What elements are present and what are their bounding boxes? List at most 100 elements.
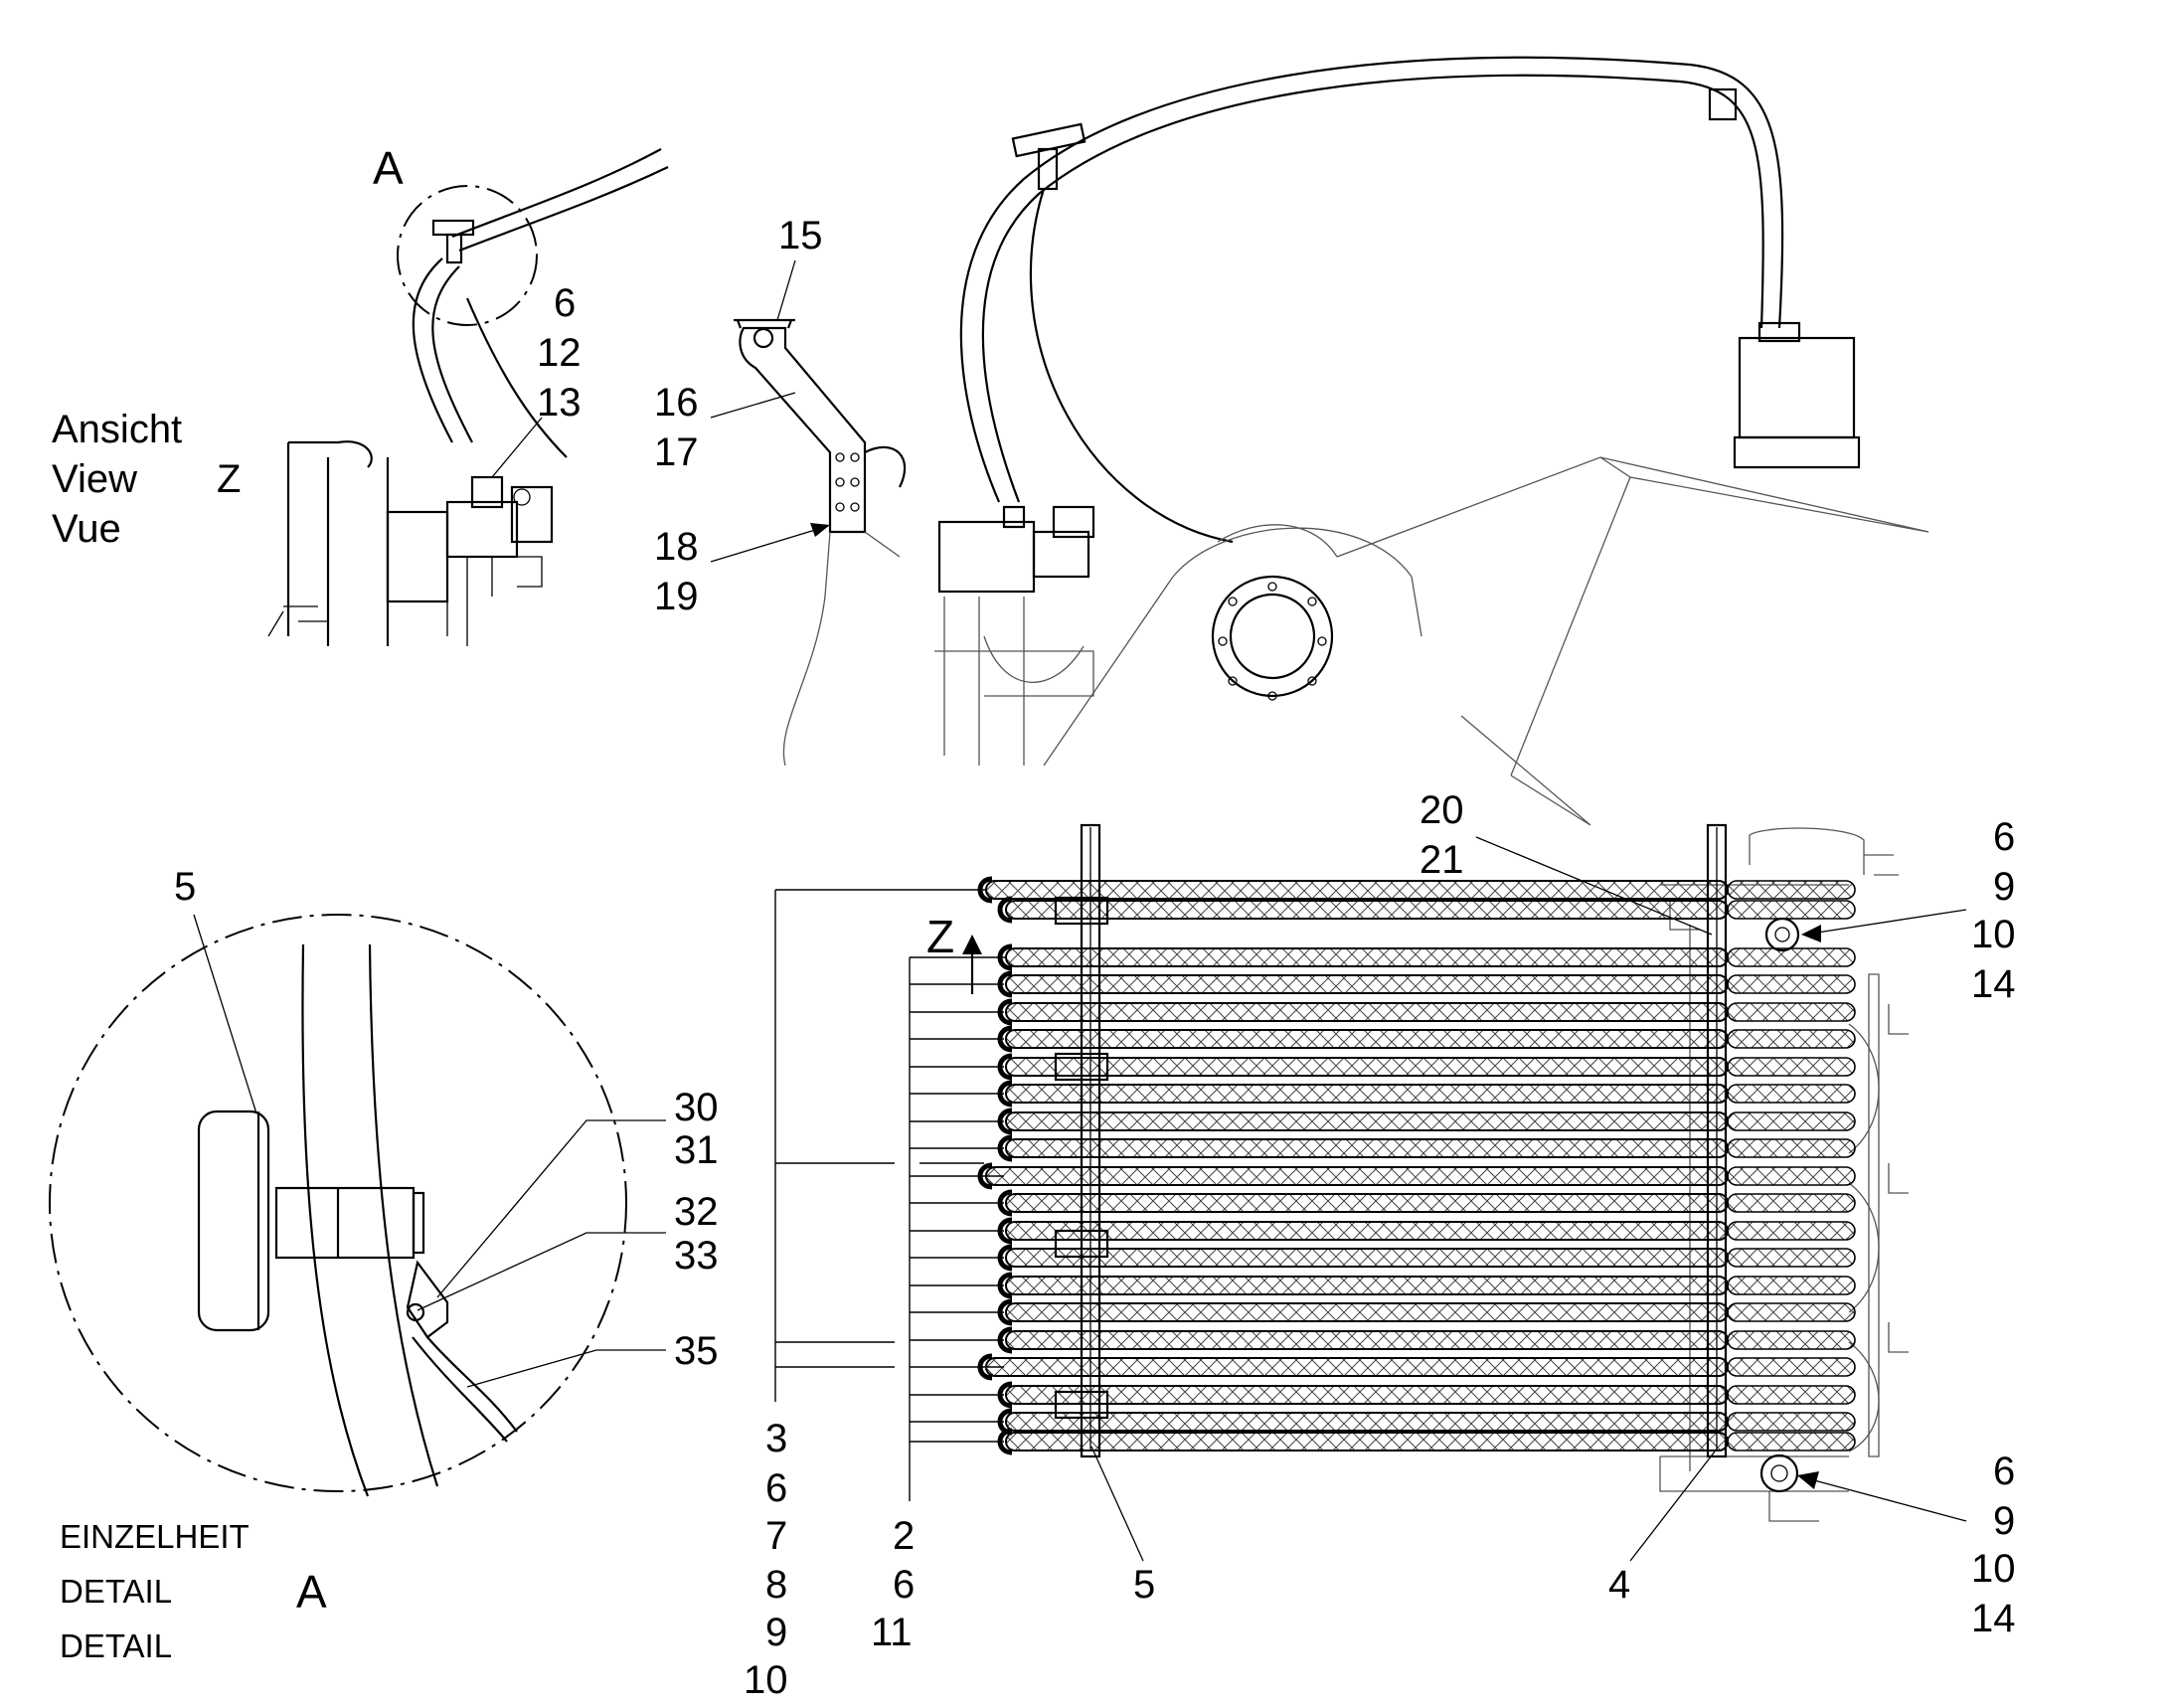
view-label-vue: Vue [52,507,121,551]
bracket-drawing [734,318,907,767]
view-arrow-head [962,935,982,954]
leader-15 [776,259,796,321]
hose-row [1005,1002,1729,1022]
hose-row-end [1727,1193,1856,1213]
callout-left-6: 10 [744,1658,788,1702]
callout-br-4: 14 [1971,1597,2016,1640]
hose-row-end [1727,1302,1856,1322]
leader-5-bottom [1090,1446,1144,1562]
leader-35 [466,1349,666,1388]
callout-16: 16 [654,381,699,425]
callout-br-1: 6 [1993,1450,2015,1493]
hose-row [1005,900,1729,920]
hose-row-end [1727,880,1856,900]
hose-row [1005,1248,1729,1268]
hose-row [1005,1302,1729,1322]
detail-label-einzelheit: EINZELHEIT [60,1518,250,1555]
detail-marker-a: A [373,142,404,194]
leader-20 [1475,836,1713,936]
callout-21: 21 [1420,838,1464,882]
callout-left-4: 8 [765,1563,787,1607]
hose-row [1005,1057,1729,1077]
hose-row-end [1727,974,1856,994]
leader-br [1798,1475,1967,1522]
hose-row [985,1357,1729,1377]
hose-row-end [1727,947,1856,967]
hose-row [1005,947,1729,967]
callout-left-2: 6 [765,1466,787,1510]
leader-4 [1629,1451,1716,1562]
callout-19: 19 [654,575,699,618]
bundle-brackets [1054,823,1800,1493]
hose-row-end [1727,1432,1856,1452]
hose-row [1005,1385,1729,1405]
leader-30 [436,1119,666,1298]
callout-20: 20 [1420,788,1464,832]
callout-13: 13 [537,381,582,425]
callout-4: 4 [1608,1563,1630,1607]
callout-left-1: 3 [765,1417,787,1460]
view-label-ansicht: Ansicht [52,408,182,451]
callout-32: 32 [674,1190,719,1234]
detail-label-letter: A [296,1566,327,1618]
hose-row [1005,1084,1729,1104]
hose-row-end [1727,1084,1856,1104]
hose-rows [977,876,1856,1455]
hose-row-end [1727,1029,1856,1049]
callout-mid-2: 6 [893,1563,915,1607]
leader-tr-arrowhead [1801,925,1821,942]
view-label-view: View [52,457,137,501]
callout-mid-3: 11 [871,1611,913,1654]
callout-tr-3: 10 [1971,913,2016,956]
hose-row-end [1727,1111,1856,1131]
leader-32 [417,1232,666,1311]
callout-tr-2: 9 [1993,865,2015,909]
view-label-letter: Z [217,457,241,501]
hose-row [1005,1412,1729,1432]
hose-row-end [1727,1276,1856,1295]
callout-18: 18 [654,525,699,569]
hose-row-end [1727,1357,1856,1377]
hose-row-end [1727,1166,1856,1186]
view-arrow-letter: Z [926,911,954,962]
hose-row [1005,1138,1729,1158]
callout-30: 30 [674,1086,719,1129]
hose-row [1005,974,1729,994]
hose-row [1005,1193,1729,1213]
callout-left-5: 9 [765,1611,787,1654]
view-z-drawing [267,148,669,646]
callout-33: 33 [674,1234,719,1278]
hose-row-end [1727,900,1856,920]
leader-18-arrowhead [810,523,830,537]
hose-row [1005,1029,1729,1049]
detail-label-detail-de: DETAIL [60,1573,172,1610]
callout-31: 31 [674,1128,719,1172]
callout-35: 35 [674,1329,719,1373]
leader-13 [491,417,543,478]
callout-tr-4: 14 [1971,962,2016,1006]
hose-row [985,1166,1729,1186]
hose-row-end [1727,1412,1856,1432]
hose-row-end [1727,1138,1856,1158]
hose-row [1005,1221,1729,1241]
callout-12: 12 [537,331,582,375]
callout-left-3: 7 [765,1514,787,1558]
detail-a-drawing [49,914,627,1497]
hose-fitting [997,896,1013,924]
hose-row-end [1727,1385,1856,1405]
hose-row [985,880,1729,900]
callout-5-bottom: 5 [1133,1563,1155,1607]
hose-row-end [1727,1002,1856,1022]
machine-drawing [934,56,1929,826]
leader-br-arrowhead [1797,1471,1819,1489]
hose-row-end [1727,1221,1856,1241]
callout-17: 17 [654,430,699,474]
callout-5-detail: 5 [174,865,196,909]
hose-row [1005,1111,1729,1131]
callout-15: 15 [778,214,823,257]
leader-5-detail [193,914,257,1114]
hose-row [1005,1432,1729,1452]
leader-16 [710,392,796,419]
hose-row-end [1727,1330,1856,1350]
